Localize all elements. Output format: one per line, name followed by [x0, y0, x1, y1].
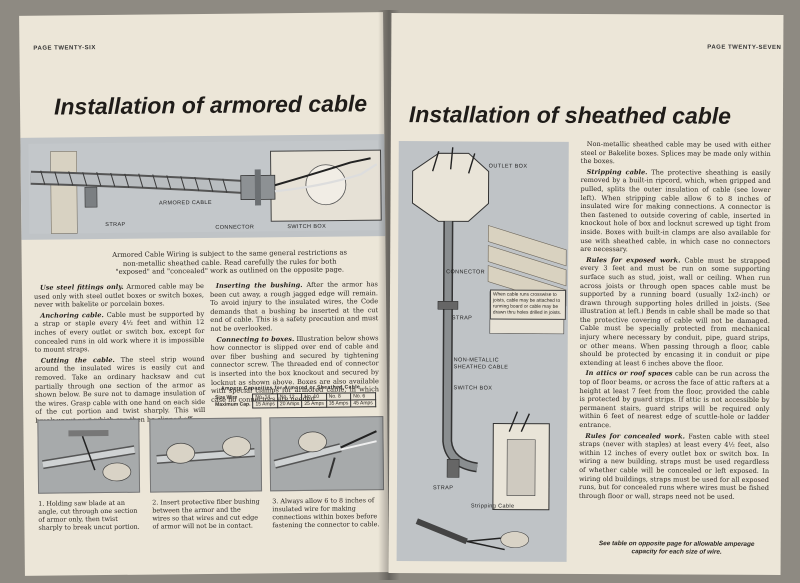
left-page: PAGE TWENTY-SIX Installation of armored … [19, 12, 389, 576]
body-concealed-work: Fasten cable with steel straps (never wi… [578, 432, 770, 501]
table-cell: Maximum Cap. [215, 401, 251, 408]
armored-cable-figure [20, 134, 386, 240]
label-switch-box-left: SWITCH BOX [287, 223, 327, 231]
heading-exposed-work: Rules for exposed work. [586, 255, 681, 265]
table-row: Maximum Cap. 15 Amps 20 Amps 25 Amps 35 … [213, 399, 376, 409]
heading-attics: In attics or roof spaces [585, 369, 673, 378]
body-attics: cable can be run across the top of floor… [579, 369, 770, 430]
ampere-table: Size Wire No. 14 No. 12 No. 10 No. 8 No.… [213, 392, 376, 409]
body-intro: Non-metallic sheathed cable may be used … [580, 140, 771, 166]
page-number-right: PAGE TWENTY-SEVEN [707, 44, 782, 52]
label-strap-left: STRAP [105, 221, 126, 229]
caption-step-2: 2. Insert protective fiber bushing betwe… [152, 497, 260, 531]
label-connector-right: CONNECTOR [446, 269, 486, 276]
intro-paragraph: Armored Cable Wiring is subject to the s… [112, 248, 348, 277]
connector-drawing [273, 430, 377, 478]
joist-note: When cable runs crosswise to joists, cab… [489, 289, 567, 320]
sheathed-cable-illustration [411, 147, 567, 551]
heading-bushing: Inserting the bushing. [215, 280, 303, 290]
table-cell: 20 Amps [277, 400, 302, 408]
right-page: PAGE TWENTY-SEVEN Installation of sheath… [388, 12, 784, 576]
label-outlet-box: OUTLET BOX [488, 163, 528, 170]
body-exposed-work: Cable must be strapped every 3 feet and … [579, 256, 771, 368]
label-switch-box-right: SWITCH BOX [453, 385, 493, 392]
body-stripping: The protective sheathing is easily remov… [580, 168, 771, 254]
page-title-right: Installation of sheathed cable [408, 101, 732, 129]
label-strap-top: STRAP [451, 315, 473, 322]
page-number-left: PAGE TWENTY-SIX [33, 45, 96, 52]
caption-step-3: 3. Always allow 6 to 8 inches of insulat… [272, 496, 380, 530]
heading-stripping: Stripping cable. [586, 167, 648, 177]
cutting-illustration [37, 418, 141, 494]
body-cutting: The steel strip wound around the insulat… [34, 354, 206, 425]
connector-illustration [269, 416, 385, 492]
page-title-left: Installation of armored cable [53, 90, 368, 120]
table-cell: 15 Amps [252, 400, 278, 408]
bushing-illustration [149, 417, 263, 493]
caption-step-1: 1. Holding saw blade at an angle, cut th… [38, 498, 140, 532]
label-strap-bottom: STRAP [432, 485, 454, 492]
armored-cable-illustration [28, 140, 382, 234]
left-column-1: Use steel fittings only. Armored cable m… [34, 282, 205, 427]
sheathed-cable-figure [396, 141, 569, 562]
heading-concealed-work: Rules for concealed work. [585, 431, 685, 441]
heading-cutting: Cutting the cable. [40, 355, 115, 365]
label-armored-cable: ARMORED CABLE [159, 199, 212, 207]
table-cell: 25 Amps [301, 400, 327, 408]
table-cell: 45 Amps [350, 399, 376, 407]
heading-steel-fittings: Use steel fittings only. [39, 282, 124, 292]
label-stripping-cable: Stripping Cable [470, 503, 515, 510]
heading-anchoring: Anchoring cable. [40, 310, 104, 320]
heading-connecting: Connecting to boxes. [216, 334, 295, 344]
right-column: Non-metallic sheathed cable may be used … [579, 140, 771, 503]
label-connector-left: CONNECTOR [215, 224, 255, 231]
bushing-drawing [156, 436, 255, 464]
table-cell: 35 Amps [326, 399, 351, 408]
hacksaw-illustration [42, 430, 136, 482]
label-sheathed-cable: NON-METALLIC SHEATHED CABLE [453, 357, 509, 371]
closing-note: See table on opposite page for allowable… [598, 540, 755, 556]
